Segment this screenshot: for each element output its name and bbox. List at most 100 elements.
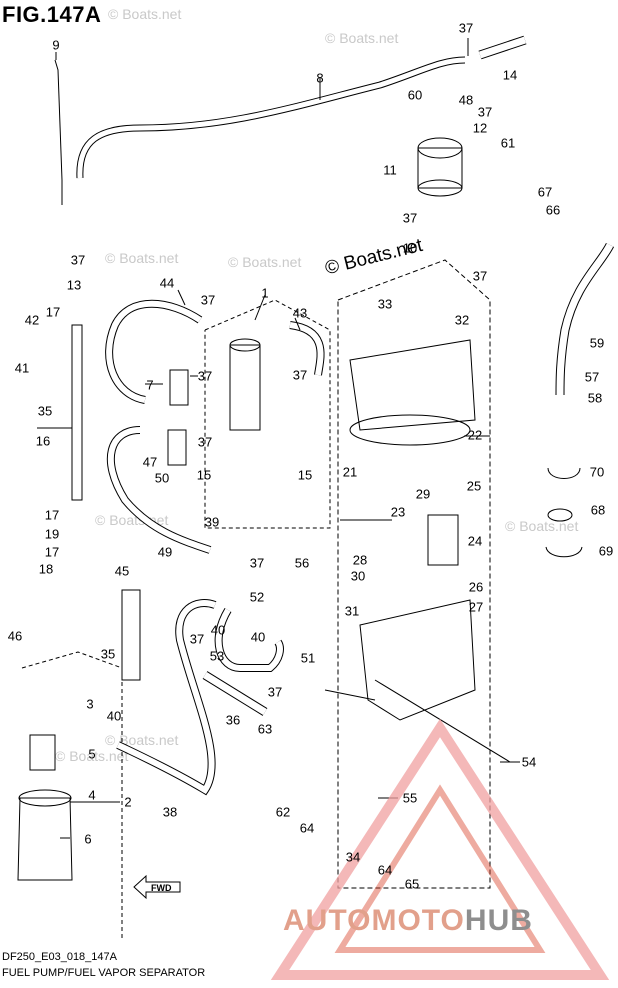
callout-number: 37 (458, 20, 474, 36)
callout-number: 8 (316, 70, 324, 86)
callout-number: 54 (521, 754, 537, 770)
callout-number: 67 (537, 184, 553, 200)
callout-number: 18 (38, 561, 54, 577)
callout-number: 53 (209, 648, 225, 664)
watermark: © Boats.net (505, 518, 579, 534)
callout-number: 37 (197, 368, 213, 384)
callout-number: 57 (584, 369, 600, 385)
watermark: © Boats.net (228, 254, 302, 270)
fwd-arrow-icon: FWD (133, 874, 181, 900)
figure-code: DF250_E03_018_147A (2, 951, 117, 963)
callout-number: 25 (466, 478, 482, 494)
callout-number: 37 (292, 367, 308, 383)
watermark: © Boats.net (325, 30, 399, 46)
callout-number: 11 (383, 162, 397, 178)
callout-number: 50 (154, 470, 170, 486)
watermark: © Boats.net (55, 748, 129, 764)
callout-number: 64 (299, 820, 315, 836)
callout-number: 7 (146, 377, 154, 393)
callout-number: 9 (52, 37, 60, 53)
callout-number: 27 (468, 599, 484, 615)
callout-number: 37 (267, 684, 283, 700)
callout-number: 4 (88, 787, 96, 803)
logo-part1: AUTOMOTO (283, 904, 465, 937)
callout-number: 17 (45, 304, 61, 320)
callout-number: 29 (415, 486, 431, 502)
callout-number: 31 (344, 603, 360, 619)
callout-number: 28 (352, 552, 368, 568)
callout-number: 64 (377, 862, 393, 878)
watermark: © Boats.net (108, 6, 182, 22)
callout-number: 56 (294, 555, 310, 571)
callout-number: 12 (472, 120, 488, 136)
callout-number: 45 (114, 563, 130, 579)
callout-number: 37 (200, 292, 216, 308)
callout-number: 65 (404, 876, 420, 892)
callout-number: 32 (454, 312, 470, 328)
callout-number: 61 (500, 135, 516, 151)
callout-number: 51 (300, 650, 316, 666)
callout-number: 63 (257, 721, 273, 737)
callout-number: 21 (342, 464, 358, 480)
callout-number: 52 (249, 589, 265, 605)
callout-number: 47 (142, 454, 158, 470)
callout-number: 19 (44, 526, 60, 542)
callout-number: 60 (407, 87, 423, 103)
callout-number: 6 (84, 831, 92, 847)
callout-number: 37 (70, 252, 86, 268)
callout-number: 36 (225, 712, 241, 728)
callout-number: 40 (210, 622, 226, 638)
callout-number: 33 (377, 296, 393, 312)
watermark: © Boats.net (105, 250, 179, 266)
callout-number: 37 (402, 210, 418, 226)
callout-number: 23 (390, 504, 406, 520)
callout-number: 1 (261, 285, 269, 301)
callout-number: 48 (458, 92, 474, 108)
callout-number: 17 (44, 507, 60, 523)
callout-number: 55 (402, 790, 418, 806)
callout-number: 42 (24, 312, 40, 328)
callout-number: 15 (297, 467, 313, 483)
callout-number: 58 (587, 390, 603, 406)
callout-number: 37 (472, 268, 488, 284)
callout-number: 14 (502, 67, 518, 83)
callout-number: 17 (44, 544, 60, 560)
callout-number: 15 (196, 467, 212, 483)
callout-number: 69 (598, 543, 614, 559)
logo-mark (270, 718, 610, 980)
callout-number: 62 (275, 804, 291, 820)
callout-number: 38 (162, 804, 178, 820)
callout-number: 16 (35, 433, 51, 449)
callout-number: 37 (197, 434, 213, 450)
callout-number: 70 (589, 464, 605, 480)
callout-number: 34 (345, 849, 361, 865)
callout-number: 5 (88, 746, 96, 762)
callout-number: 26 (468, 579, 484, 595)
callout-number: 37 (249, 555, 265, 571)
callout-number: 13 (66, 277, 82, 293)
callout-number: 46 (7, 628, 23, 644)
callout-number: 40 (250, 629, 266, 645)
callout-number: 10 (402, 240, 418, 256)
callout-number: 3 (86, 696, 94, 712)
figure-caption: FUEL PUMP/FUEL VAPOR SEPARATOR (2, 967, 206, 979)
callout-number: 43 (292, 305, 308, 321)
callout-number: 40 (106, 708, 122, 724)
callout-number: 59 (589, 335, 605, 351)
callout-number: 24 (467, 533, 483, 549)
callout-number: 44 (159, 275, 175, 291)
figure-title: FIG.147A (2, 2, 102, 27)
callout-number: 66 (545, 202, 561, 218)
callout-number: 2 (124, 794, 132, 810)
callout-number: 68 (590, 502, 606, 518)
callout-number: 35 (100, 646, 116, 662)
callout-number: 37 (477, 104, 493, 120)
callout-number: 49 (157, 544, 173, 560)
callout-number: 22 (467, 427, 483, 443)
callout-number: 37 (189, 631, 205, 647)
callout-number: 30 (350, 568, 366, 584)
callout-number: 41 (14, 360, 30, 376)
callout-number: 35 (37, 403, 53, 419)
logo-part2: HUB (464, 904, 533, 937)
